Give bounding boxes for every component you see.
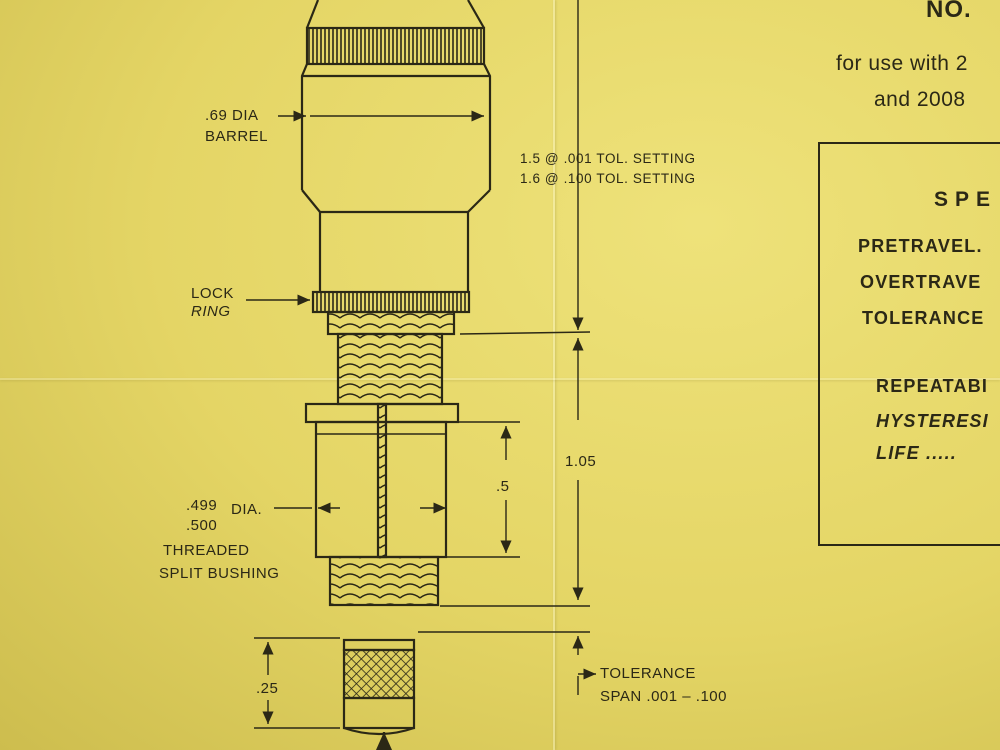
tol-setting-1-label: 1.5 @ .001 TOL. SETTING: [520, 151, 696, 166]
dim-05-label: .5: [496, 478, 510, 495]
ring-label: RING: [191, 303, 231, 320]
barrel-dia-label: .69 DIA: [205, 107, 259, 124]
spec-item-tolerance: TOLERANCE: [862, 308, 985, 328]
lock-label: LOCK: [191, 285, 234, 302]
spec-item-hysteresis: HYSTERESI: [876, 411, 989, 431]
spec-box: [818, 142, 1000, 546]
dimension-lines: [246, 0, 596, 729]
span-label: SPAN .001 – .100: [600, 688, 727, 705]
horizontal-fold-line: [0, 378, 1000, 380]
threaded-label: THREADED: [163, 542, 250, 559]
dim-105-label: 1.05: [565, 453, 597, 470]
split-bushing-label: SPLIT BUSHING: [159, 565, 280, 582]
vertical-fold-line: [553, 0, 555, 750]
spec-item-life: LIFE .....: [876, 443, 958, 463]
tol-setting-2-label: 1.6 @ .100 TOL. SETTING: [520, 171, 696, 186]
bushing-dia-unit-label: DIA.: [231, 501, 263, 518]
spec-item-repeatability: REPEATABI: [876, 376, 989, 396]
dim-025-label: .25: [256, 680, 279, 697]
bushing-dia-1-label: .499: [186, 497, 218, 514]
subtitle-line-1: for use with 2: [836, 52, 968, 75]
document-number: NO.: [926, 0, 972, 23]
barrel-label: BARREL: [205, 128, 269, 145]
bushing-dia-2-label: .500: [186, 517, 218, 534]
tolerance-label: TOLERANCE: [600, 665, 696, 682]
subtitle-line-2: and 2008: [874, 88, 966, 111]
spec-item-overtravel: OVERTRAVE: [860, 272, 982, 292]
spec-title: SPE: [934, 188, 998, 211]
drawing-body: [300, 0, 492, 750]
spec-item-pretravel: PRETRAVEL.: [858, 236, 983, 256]
